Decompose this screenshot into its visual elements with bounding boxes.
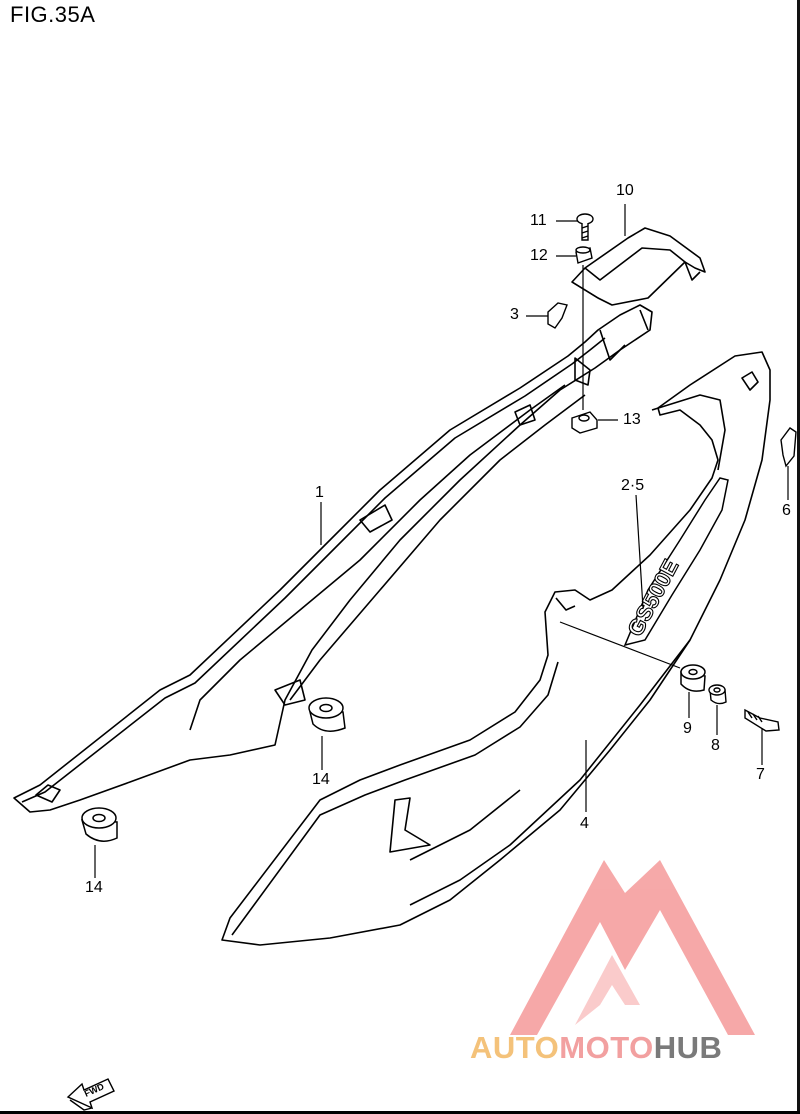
part-label-2-5: 2·5 [621, 477, 645, 494]
part-label-11: 11 [530, 212, 547, 229]
emblem-decal: GS500E [622, 477, 729, 647]
watermark-hub: HUB [653, 1030, 723, 1065]
grommet-9 [680, 664, 706, 692]
leader-lines [94, 204, 789, 878]
figure-title: FIG.35A [10, 2, 96, 27]
part-label-13: 13 [623, 411, 641, 428]
leader-25 [635, 494, 644, 609]
screw-top [576, 213, 594, 241]
clip-right [780, 427, 797, 468]
part-label-4: 4 [580, 815, 589, 832]
part-label-3: 3 [510, 306, 519, 323]
fwd-arrow-shape [66, 1078, 115, 1110]
part-label-14-upper: 14 [312, 771, 330, 788]
collar-8 [708, 684, 727, 705]
frame-border-bottom [0, 1111, 800, 1114]
nut-part [571, 411, 598, 434]
cushion-14-upper [308, 697, 346, 732]
part-label-9: 9 [683, 720, 692, 737]
mount-axis [559, 621, 681, 669]
clip-part [547, 302, 568, 329]
frame-cover-left [13, 304, 653, 813]
part-label-14-lower: 14 [85, 879, 103, 896]
watermark-auto: AUTO [470, 1030, 560, 1065]
frame-cover-right [221, 351, 771, 946]
cushion-14-lower [80, 807, 118, 842]
watermark-logo [510, 860, 755, 1035]
watermark-text: AUTOMOTOHUB [470, 1030, 795, 1066]
part-label-12: 12 [530, 247, 548, 264]
part-label-1: 1 [315, 484, 324, 501]
bracket-top [571, 227, 706, 306]
part-label-10: 10 [616, 182, 634, 199]
bolt-7 [744, 708, 780, 732]
frame-border-right [797, 0, 800, 1114]
part-label-6: 6 [782, 502, 791, 519]
fwd-arrow: FWD [66, 1078, 115, 1111]
washer-top [575, 246, 593, 264]
watermark-moto: MOTO [559, 1030, 654, 1065]
part-label-7: 7 [756, 766, 765, 783]
part-label-8: 8 [711, 737, 720, 754]
